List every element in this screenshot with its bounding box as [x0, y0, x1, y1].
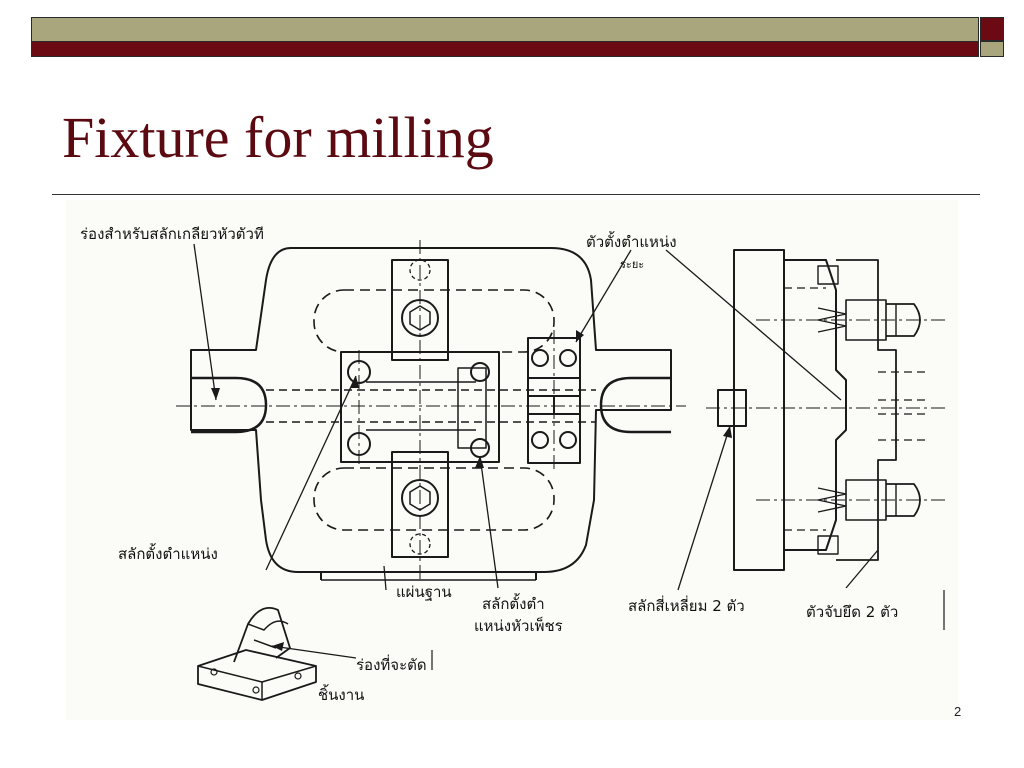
leader-square-pin	[677, 425, 731, 591]
label-locating-pin-left: สลักตั้งตำแหน่ง	[118, 545, 218, 563]
title-divider	[52, 194, 980, 195]
bottom-dashed-pocket	[313, 467, 555, 531]
workpiece-iso	[197, 649, 317, 701]
leader-locator-side	[665, 249, 842, 401]
label-clamps: ตัวจับยึด 2 ตัว	[806, 603, 899, 621]
leader-base-plate	[383, 565, 387, 591]
right-u-slot	[599, 376, 671, 434]
left-u-slot	[191, 376, 268, 434]
header-corner-maroon	[980, 17, 1004, 41]
fixture-body-outline	[190, 247, 672, 573]
leader-locator-top	[575, 249, 632, 343]
leader-center-pin	[479, 455, 499, 589]
label-workpiece: ชิ้นงาน	[318, 686, 365, 704]
label-base-plate: แผ่นฐาน	[396, 583, 452, 601]
leader-locating-pin	[265, 375, 357, 571]
label-locator-spacing: ระยะ	[620, 258, 645, 271]
page-number: 2	[954, 704, 962, 719]
leader-clamps	[845, 549, 879, 589]
label-square-pins: สลักสี่เหลี่ยม 2 ตัว	[628, 597, 745, 615]
header-bar	[31, 17, 979, 57]
label-locating-pin-center-line1: สลักตั้งตำ	[482, 595, 545, 613]
fixture-drawing-svg	[176, 240, 946, 701]
fixture-drawing: ร่องสำหรับสลักเกลียวหัวตัวที ตัวตั้งตำแห…	[66, 200, 958, 720]
label-cut-slot: ร่องที่จะตัด	[356, 656, 427, 674]
leader-cut-slot	[271, 645, 357, 659]
label-clamp-slot: ร่องสำหรับสลักเกลียวหัวตัวที	[80, 225, 264, 243]
label-locating-pin-center-line2: แหน่งหัวเพ็ชร	[474, 617, 563, 635]
top-dashed-pocket	[313, 289, 555, 353]
header-bar-olive	[32, 18, 978, 42]
side-view-plate	[733, 249, 785, 571]
slide-title: Fixture for milling	[62, 105, 494, 170]
header-corner-olive	[980, 41, 1004, 57]
label-locator-top: ตัวตั้งตำแหน่ง	[586, 233, 677, 251]
header-bar-maroon	[32, 42, 978, 56]
leader-clamp-slot	[193, 243, 217, 401]
